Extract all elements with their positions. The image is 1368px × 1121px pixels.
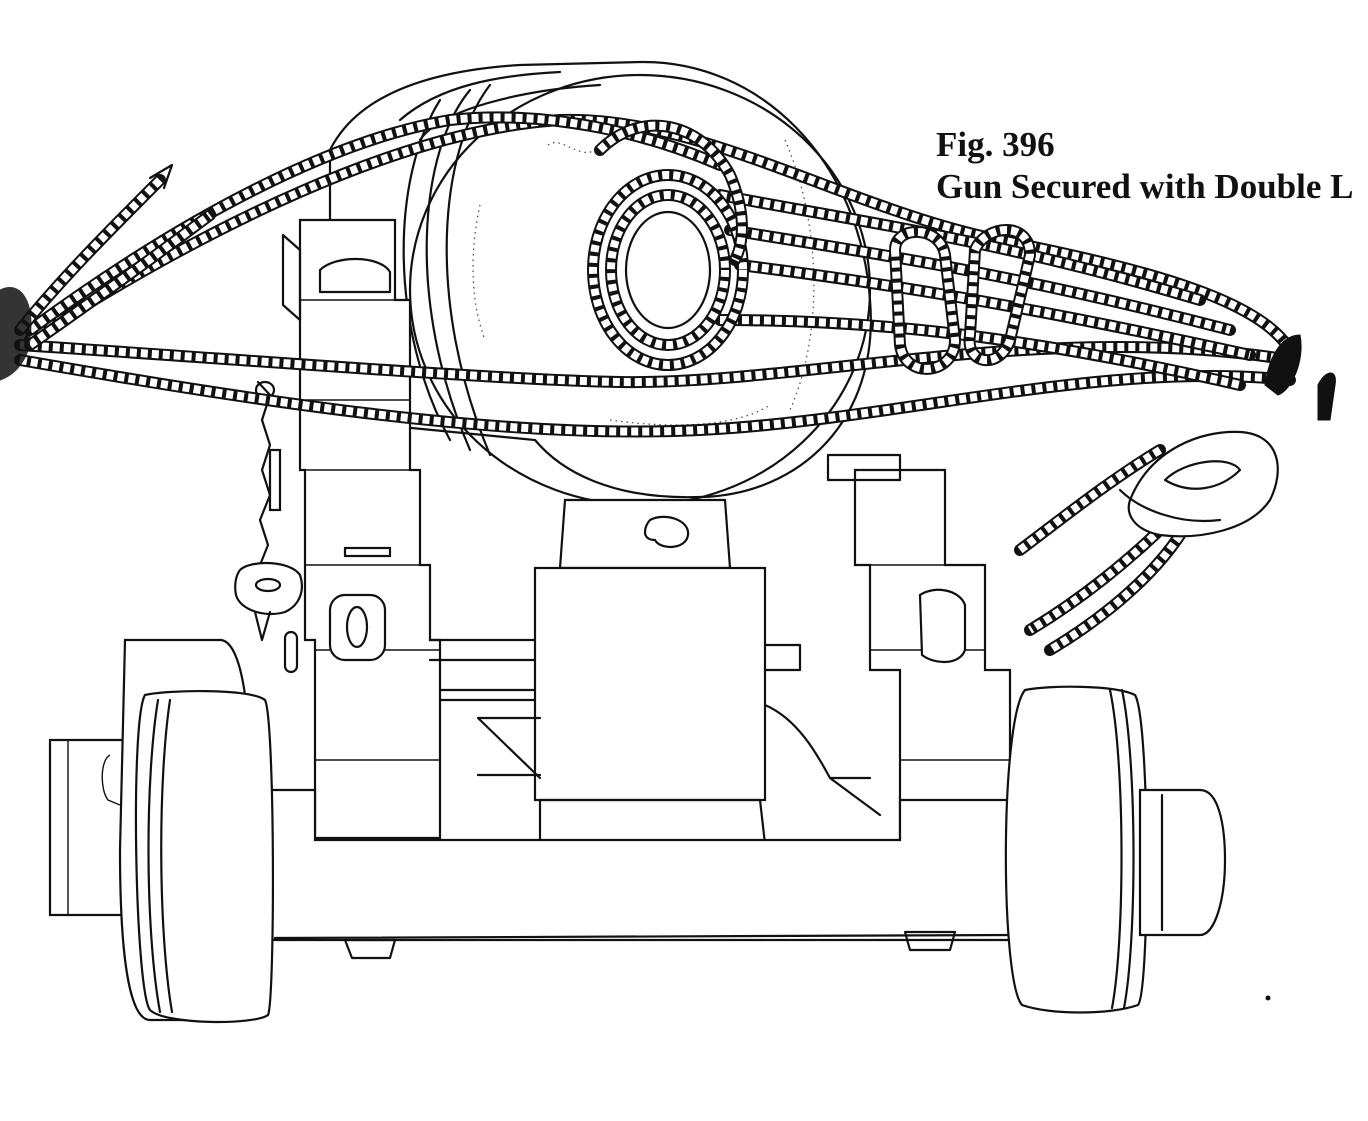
chain-and-key bbox=[234, 380, 303, 674]
left-ringbolt bbox=[0, 287, 32, 381]
breeching-ropes bbox=[14, 111, 1296, 656]
gun-carriage bbox=[250, 218, 1027, 960]
figure-label: Fig. 396 bbox=[936, 125, 1055, 164]
figure-title: Gun Secured with Double L bbox=[936, 167, 1354, 206]
front-left-wheel bbox=[48, 638, 275, 1024]
right-ringbolt-and-thimble bbox=[1118, 334, 1336, 538]
figure-caption: Fig. 396 Gun Secured with Double L bbox=[936, 124, 1354, 208]
gun-barrel bbox=[328, 60, 872, 507]
front-right-wheel bbox=[1004, 685, 1227, 1014]
